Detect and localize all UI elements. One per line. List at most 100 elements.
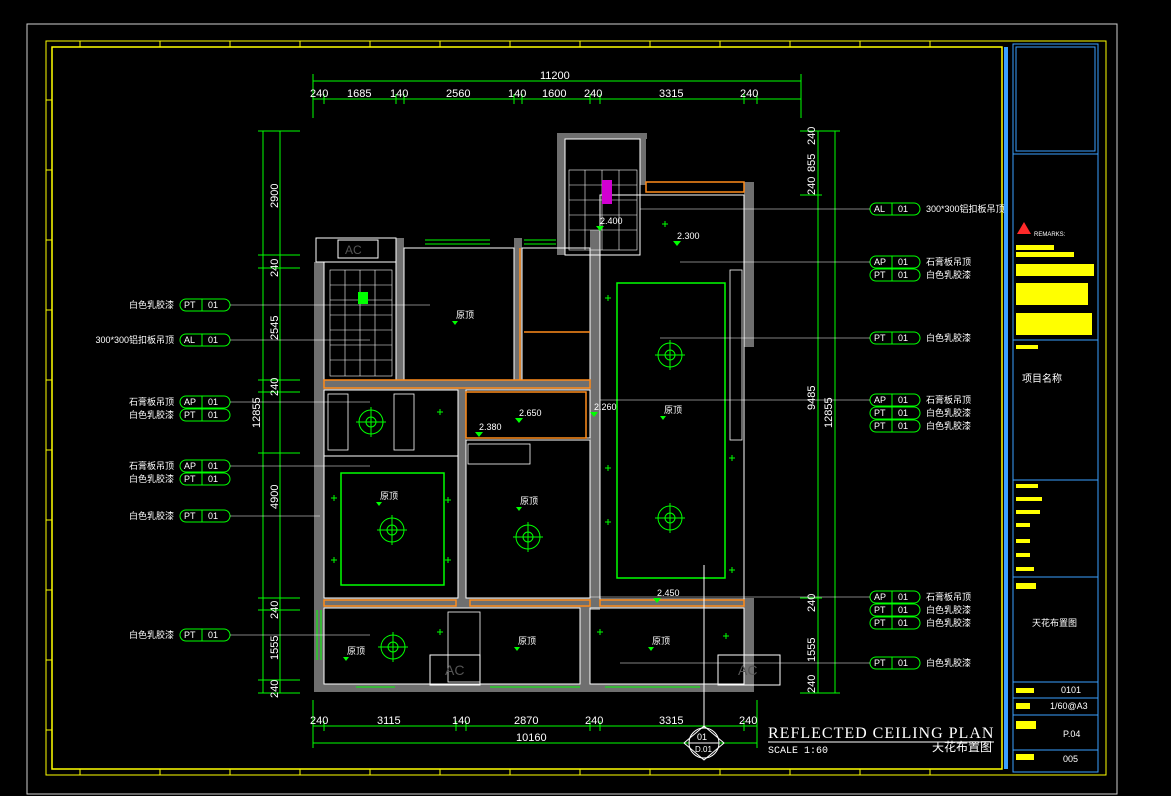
material-name: 白色乳胶漆 <box>129 629 174 640</box>
right-middle-dimension: 9485 <box>806 386 818 410</box>
room-ceiling-label: 原顶 <box>652 636 670 646</box>
ac-label: AC <box>738 662 757 678</box>
bottom-segment-label: 240 <box>585 715 603 727</box>
title-block-bar <box>1004 47 1008 769</box>
room-ceiling-label: 原顶 <box>380 491 398 501</box>
material-name: 白色乳胶漆 <box>926 657 971 668</box>
svg-text:240: 240 <box>806 675 818 693</box>
material-code: PT <box>874 270 886 280</box>
left-segment-label: 240 <box>269 601 281 619</box>
elevation-label: 2.300 <box>677 231 700 241</box>
bottom-dimension-ticks <box>312 721 758 731</box>
downlight-icon <box>437 409 443 415</box>
elevation-marker <box>673 241 681 246</box>
downlight-icon <box>605 465 611 471</box>
left-segment-label: 4900 <box>269 485 281 509</box>
outer-frame <box>26 23 1118 795</box>
top-total-dimension: 11200 <box>540 70 570 82</box>
material-name: 白色乳胶漆 <box>926 269 971 280</box>
pendant-light-icon <box>356 407 386 437</box>
project-name: 项目名称 <box>1022 372 1062 385</box>
right-bottom-dimension: 1555 <box>806 638 818 662</box>
top-segment-label: 240 <box>310 88 328 100</box>
bottom-segment-label: 3315 <box>659 715 683 727</box>
right-segment-label: 240 <box>806 127 818 145</box>
material-number: 01 <box>208 410 218 420</box>
right-small-labels: 240 240 <box>806 594 818 693</box>
sheet-scale: 1/60@A3 <box>1050 701 1088 711</box>
left-total-dimension: 12855 <box>251 397 263 428</box>
material-tag: PT 01 白色乳胶漆 <box>129 628 370 642</box>
room-ceiling-label: 原顶 <box>664 405 682 415</box>
material-name: 白色乳胶漆 <box>926 332 971 343</box>
elevation-label: 2.380 <box>479 422 502 432</box>
material-name: 石膏板吊顶 <box>129 460 174 471</box>
material-code: PT <box>874 605 886 615</box>
material-number: 01 <box>898 605 908 615</box>
material-number: 01 <box>898 395 908 405</box>
downlight-icon <box>605 519 611 525</box>
light-fixtures <box>331 221 735 662</box>
inner-border <box>51 46 1003 770</box>
material-number: 01 <box>208 630 218 640</box>
right-segment-label: 240 <box>806 177 818 195</box>
page-number: P.04 <box>1063 729 1080 739</box>
material-number: 01 <box>898 333 908 343</box>
downlight-icon <box>729 567 735 573</box>
material-number: 01 <box>898 204 908 214</box>
top-segment-label: 1600 <box>542 88 566 100</box>
top-segment-label: 2560 <box>446 88 470 100</box>
drawing-title-cn: 天花布置图 <box>932 739 992 754</box>
right-segment-label: 855 <box>806 154 818 172</box>
bottom-segment-label: 240 <box>739 715 757 727</box>
material-number: 01 <box>208 511 218 521</box>
material-code: AP <box>874 592 886 602</box>
pendant-light-icon <box>655 340 685 370</box>
left-segment-label: 1555 <box>269 636 281 660</box>
callout-sheet: D.01 <box>695 745 712 754</box>
material-code: PT <box>184 300 196 310</box>
material-number: 01 <box>898 421 908 431</box>
material-name: 石膏板吊顶 <box>926 256 971 267</box>
sheet-number: 005 <box>1063 754 1078 764</box>
downlight-icon <box>331 557 337 563</box>
title-block-frame <box>1012 43 1099 773</box>
bedroom-ceiling-panel <box>340 472 445 586</box>
svg-text:240: 240 <box>806 594 818 612</box>
material-code: PT <box>184 630 196 640</box>
wardrobe-hatching <box>327 269 743 683</box>
elevation-label: 2.450 <box>657 588 680 598</box>
tile-grid-kitchen <box>329 269 393 377</box>
floor-plan: AC AC AC <box>314 133 781 692</box>
top-segment-label: 240 <box>740 88 758 100</box>
material-number: 01 <box>208 335 218 345</box>
downlight-icon <box>605 295 611 301</box>
remarks-heading: REMARKS: <box>1034 232 1066 238</box>
material-name: 石膏板吊顶 <box>926 394 971 405</box>
drawing-number: 0101 <box>1061 685 1081 695</box>
left-segment-label: 240 <box>269 378 281 396</box>
downlight-icon <box>662 221 668 227</box>
material-code: PT <box>874 658 886 668</box>
warning-icon <box>1017 222 1031 234</box>
elevation-label: 2.650 <box>519 408 542 418</box>
drawing-scale: SCALE 1:60 <box>768 746 828 757</box>
right-total-dimension: 12855 <box>823 397 835 428</box>
top-segment-label: 140 <box>390 88 408 100</box>
ac-units <box>337 239 781 686</box>
ac-label: AC <box>445 662 464 678</box>
